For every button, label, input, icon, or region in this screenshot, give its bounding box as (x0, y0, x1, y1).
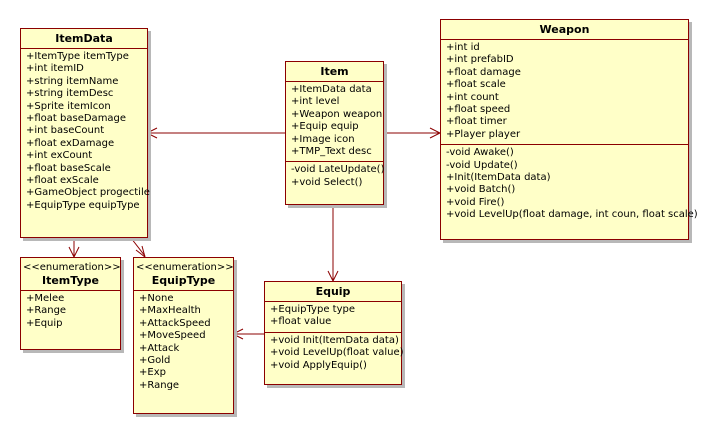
class-weapon[interactable]: Weapon +int id +int prefabID +float dama… (440, 19, 698, 240)
attributes-section: +int id +int prefabID +float damage +flo… (441, 40, 688, 144)
literals-section: +Melee +Range +Equip (21, 291, 120, 333)
attribute: +Image icon (291, 133, 355, 145)
attribute: +Player player (446, 128, 521, 140)
attribute: +Sprite itemIcon (26, 100, 111, 112)
attributes-section: +ItemData data +int level +Weapon weapon… (286, 82, 383, 161)
stereotype-label: <<enumeration>> (136, 262, 234, 273)
attribute: +int count (446, 91, 499, 103)
enum-literal: +Range (26, 305, 67, 317)
enum-equiptype[interactable]: <<enumeration>> EquipType +None +MaxHeal… (133, 257, 234, 414)
enum-literal: +Gold (139, 355, 171, 367)
enum-name: EquipType (151, 274, 216, 287)
operation: -void LateUpdate() (291, 164, 385, 176)
attribute: +float speed (446, 104, 511, 116)
enum-literal: +Exp (139, 367, 166, 379)
operation: +void Fire() (446, 196, 505, 208)
attribute: +int baseCount (26, 125, 105, 137)
attribute: +int prefabID (446, 54, 514, 66)
attribute: +float damage (446, 66, 521, 78)
attribute: +string itemDesc (26, 88, 114, 100)
attribute: +Weapon weapon (291, 108, 383, 120)
operation: +void LevelUp(float value) (270, 347, 404, 359)
enum-literal: +AttackSpeed (139, 317, 211, 329)
enum-literal: +MaxHealth (139, 305, 201, 317)
operation: +Init(ItemData data) (446, 172, 551, 184)
attribute: +float timer (446, 116, 507, 128)
attribute: +float exScale (26, 175, 99, 187)
enum-literal: +Equip (26, 317, 63, 329)
class-name: ItemData (21, 29, 147, 49)
operation: +void Select() (291, 176, 363, 188)
attribute: +ItemType itemType (26, 51, 129, 62)
attribute: +float scale (446, 79, 506, 91)
operation: +void Batch() (446, 184, 516, 196)
attribute: +float baseScale (26, 162, 111, 174)
operations-section: -void LateUpdate() +void Select() (286, 161, 385, 192)
enum-literal: +Range (139, 379, 180, 391)
class-name: Item (286, 62, 383, 82)
literals-section: +None +MaxHealth +AttackSpeed +MoveSpeed… (134, 291, 233, 395)
enum-literal: +Attack (139, 342, 180, 354)
operation: +void Init(ItemData data) (270, 334, 399, 346)
enum-name: ItemType (42, 274, 99, 287)
enum-literal: +Melee (26, 293, 65, 304)
attribute: +Equip equip (291, 121, 359, 133)
class-item[interactable]: Item +ItemData data +int level +Weapon w… (285, 61, 384, 205)
stereotype-label: <<enumeration>> (23, 262, 121, 273)
operations-section: -void Awake() -void Update() +Init(ItemD… (441, 144, 698, 224)
operation: -void Update() (446, 159, 518, 171)
itemdata-to-equiptype-line (130, 237, 146, 257)
class-equip[interactable]: Equip +EquipType type +float value +void… (264, 281, 404, 385)
class-name: Weapon (441, 20, 688, 40)
attribute: +int exCount (26, 150, 93, 162)
attribute: +string itemName (26, 75, 119, 87)
attribute: +int level (291, 96, 340, 108)
attributes-section: +EquipType type +float value (265, 302, 401, 332)
enum-literal: +MoveSpeed (139, 330, 206, 342)
class-itemdata[interactable]: ItemData +ItemType itemType +int itemID … (20, 28, 150, 238)
attribute: +TMP_Text desc (291, 146, 372, 158)
attribute: +EquipType equipType (26, 199, 140, 211)
attribute: +int id (446, 42, 480, 53)
attribute: +float exDamage (26, 137, 115, 149)
attribute: +EquipType type (270, 304, 355, 315)
enum-literal: +None (139, 293, 174, 304)
attributes-section: +ItemType itemType +int itemID +string i… (21, 49, 150, 215)
attribute: +int itemID (26, 63, 84, 75)
attribute: +float baseDamage (26, 113, 127, 125)
operation: -void Awake() (446, 147, 514, 159)
class-name: Equip (265, 282, 401, 302)
enum-header: <<enumeration>> EquipType (134, 258, 234, 291)
attribute: +GameObject progectile (26, 187, 150, 199)
operations-section: +void Init(ItemData data) +void LevelUp(… (265, 331, 404, 375)
operation: +void LevelUp(float damage, int coun, fl… (446, 209, 698, 221)
attribute: +ItemData data (291, 84, 372, 95)
operation: +void ApplyEquip() (270, 359, 367, 371)
enum-header: <<enumeration>> ItemType (21, 258, 121, 291)
enum-itemtype[interactable]: <<enumeration>> ItemType +Melee +Range +… (20, 257, 121, 350)
itemdata-to-equiptype-arrowhead (135, 245, 146, 259)
attribute: +float value (270, 316, 332, 328)
